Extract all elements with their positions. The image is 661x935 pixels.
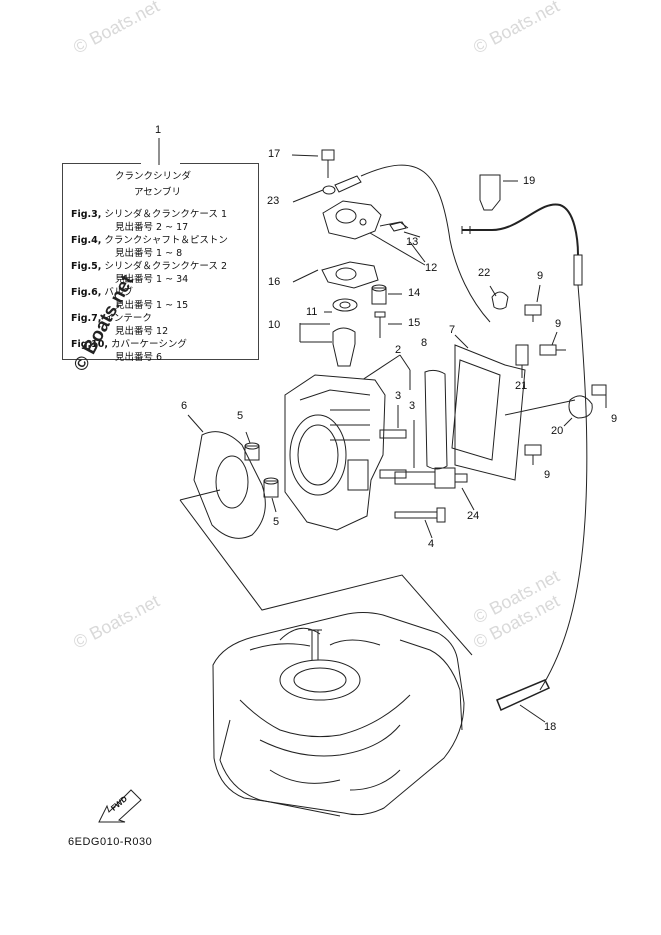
legend-fig-label: Fig.6, <box>71 287 102 298</box>
callout-8: 8 <box>421 337 428 349</box>
callout-5b: 5 <box>273 516 280 528</box>
legend-entry-name: バルブ <box>104 287 133 298</box>
legend-entry-fig5: Fig.5, シリンダ＆クランクケース 2 <box>71 261 227 272</box>
drawing-code: 6EDG010-R030 <box>68 836 153 848</box>
callout-20: 20 <box>551 425 564 437</box>
legend-entry-ref: 見出番号 1 ~ 34 <box>115 274 189 285</box>
callout-1: 1 <box>155 124 162 136</box>
legend-entry-name: クランクシャフト＆ピストン <box>104 235 228 246</box>
callout-18: 18 <box>544 721 557 733</box>
reference-legend-box: クランクシリンダ アセンブリ Fig.3, シリンダ＆クランクケース 1 見出番… <box>62 163 259 363</box>
legend-entry-name: カバーケーシング <box>111 339 187 350</box>
callout-19: 19 <box>523 175 536 187</box>
callout-23: 23 <box>267 195 280 207</box>
forward-arrow-icon <box>98 789 142 823</box>
legend-entry-ref: 見出番号 1 ~ 15 <box>115 300 189 311</box>
callout-14: 14 <box>408 287 421 299</box>
callout-4: 4 <box>428 538 435 550</box>
legend-fig-label: Fig.7, <box>71 313 102 324</box>
legend-entry-fig4: Fig.4, クランクシャフト＆ピストン <box>71 235 228 246</box>
legend-top-right-border <box>180 163 258 164</box>
legend-title-line1: クランクシリンダ <box>115 171 192 182</box>
callout-2: 2 <box>395 344 402 356</box>
legend-top-left-border <box>63 163 141 164</box>
callout-6: 6 <box>181 400 188 412</box>
legend-fig-label: Fig.4, <box>71 235 102 246</box>
callout-11: 11 <box>306 306 318 318</box>
callout-10: 10 <box>268 319 281 331</box>
legend-entry-ref: 見出番号 6 <box>115 352 163 363</box>
legend-entry-ref: 見出番号 2 ~ 17 <box>115 222 189 233</box>
callout-9c: 9 <box>611 413 618 425</box>
legend-entry-name: シリンダ＆クランクケース 1 <box>104 209 227 220</box>
callout-9d: 9 <box>544 469 551 481</box>
legend-entry-fig6: Fig.6, バルブ <box>71 287 133 298</box>
legend-entry-fig7: Fig.7, インテーク <box>71 313 152 324</box>
callout-3a: 3 <box>395 390 402 402</box>
legend-fig-label: Fig.10, <box>71 339 108 350</box>
callout-21: 21 <box>515 380 528 392</box>
legend-entry-ref: 見出番号 1 ~ 8 <box>115 248 183 259</box>
callout-9a: 9 <box>537 270 544 282</box>
forward-direction-arrow: FWD <box>95 786 145 830</box>
legend-entry-fig3: Fig.3, シリンダ＆クランクケース 1 <box>71 209 227 220</box>
callout-16: 16 <box>268 276 281 288</box>
callout-15: 15 <box>408 317 421 329</box>
legend-entry-name: シリンダ＆クランクケース 2 <box>104 261 227 272</box>
legend-entry-name: インテーク <box>104 313 152 324</box>
callout-3b: 3 <box>409 400 416 412</box>
callout-7: 7 <box>449 324 456 336</box>
callout-5a: 5 <box>237 410 244 422</box>
callout-17: 17 <box>268 148 281 160</box>
legend-entry-fig10: Fig.10, カバーケーシング <box>71 339 187 350</box>
callout-9b: 9 <box>555 318 562 330</box>
callout-12: 12 <box>425 262 438 274</box>
legend-title-line2: アセンブリ <box>134 187 182 198</box>
legend-fig-label: Fig.3, <box>71 209 102 220</box>
callout-22: 22 <box>478 267 491 279</box>
callout-24: 24 <box>467 510 480 522</box>
legend-entry-ref: 見出番号 12 <box>115 326 169 337</box>
callout-13: 13 <box>406 236 419 248</box>
legend-fig-label: Fig.5, <box>71 261 102 272</box>
